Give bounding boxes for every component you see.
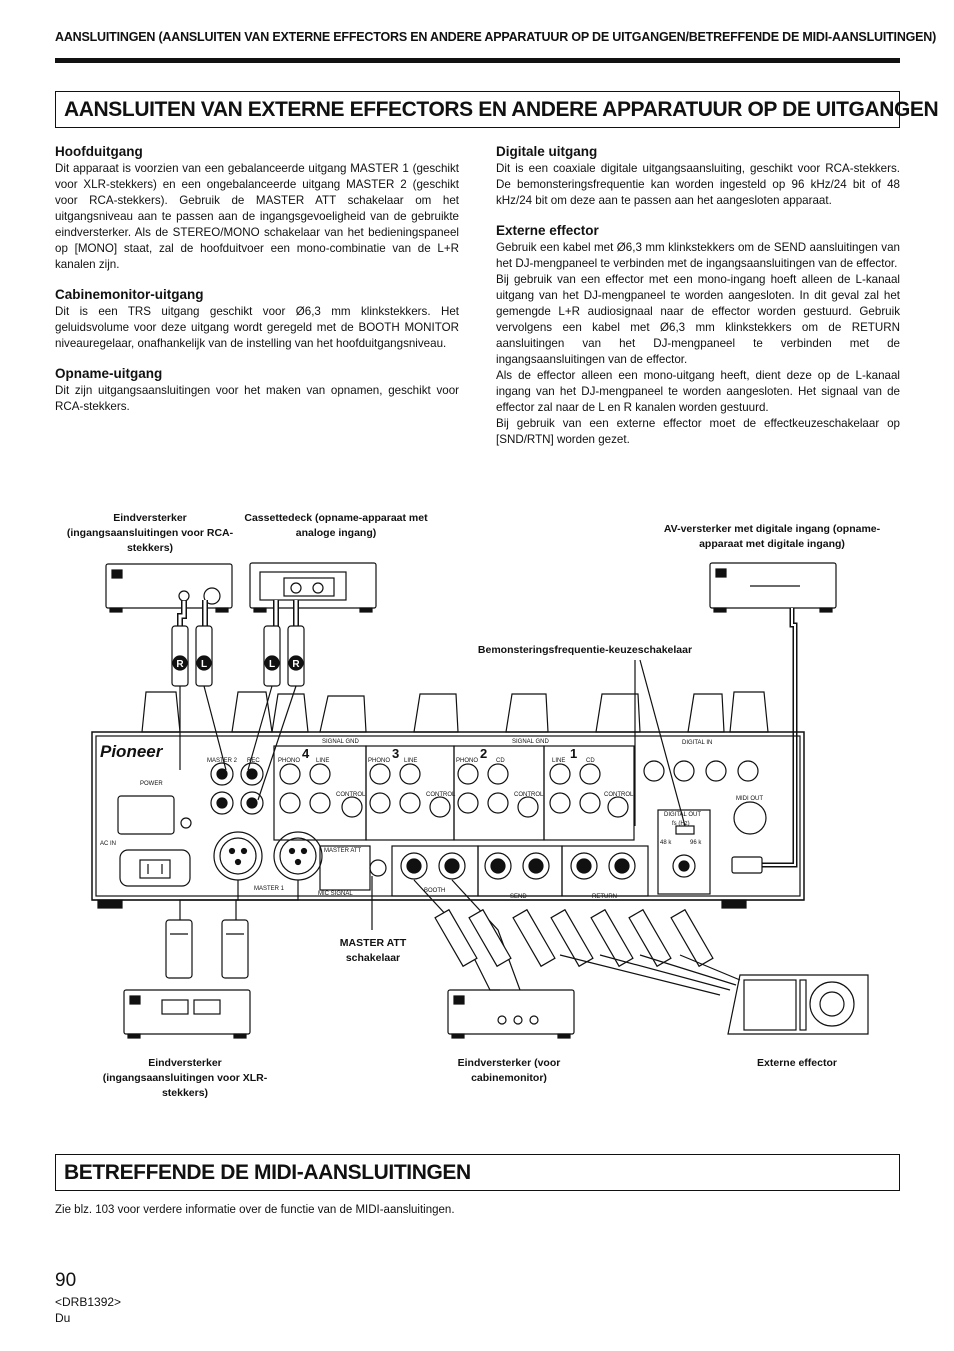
caption-cassette: Cassettedeck (opname-apparaat met analog… xyxy=(244,512,428,539)
label-phono-3: PHONO xyxy=(368,758,390,764)
label-power: POWER xyxy=(140,781,163,787)
label-phono-2: PHONO xyxy=(456,758,478,764)
right-column: Digitale uitgang Dit is een coaxiale dig… xyxy=(496,144,900,448)
label-booth: BOOTH xyxy=(424,888,445,894)
left-column: Hoofduitgang Dit apparaat is voorzien va… xyxy=(55,144,459,415)
caption-master-att: MASTER ATT schakelaar xyxy=(339,937,407,964)
label-digital-in: DIGITAL IN xyxy=(682,740,712,746)
section-title: AANSLUITEN VAN EXTERNE EFFECTORS EN ANDE… xyxy=(64,98,939,121)
label-ch4: 4 xyxy=(302,746,310,761)
label-master1: MASTER 1 xyxy=(254,886,285,892)
badge-l-2: L xyxy=(269,659,275,670)
section-title-box: AANSLUITEN VAN EXTERNE EFFECTORS EN ANDE… xyxy=(55,91,939,128)
caption-av-amp: AV-versterker met digitale ingang (opnam… xyxy=(663,523,881,550)
section2-title-box: BETREFFENDE DE MIDI-AANSLUITINGEN xyxy=(55,1154,900,1191)
heading-effector: Externe effector xyxy=(496,223,599,238)
badge-l-1: L xyxy=(201,659,207,670)
badge-r-2: R xyxy=(292,659,300,670)
label-ch1: 1 xyxy=(570,746,577,761)
effector-device xyxy=(727,974,869,1035)
label-midi-out: MIDI OUT xyxy=(736,796,763,802)
amp-xlr-device xyxy=(123,989,251,1039)
heading-cabinemonitor: Cabinemonitor-uitgang xyxy=(55,287,204,302)
label-fs-96: 96 k xyxy=(690,840,702,846)
label-return: RETURN xyxy=(592,894,617,900)
text-cabinemonitor: Dit is een TRS uitgang geschikt voor Ø6,… xyxy=(55,305,459,350)
label-ac-in: AC IN xyxy=(100,841,116,847)
mixer-rear-panel xyxy=(91,731,805,909)
caption-amp-xlr: Eindversterker (ingangsaansluitingen voo… xyxy=(102,1057,268,1099)
av-amp-device xyxy=(709,562,837,613)
doc-code-id: <DRB1392> xyxy=(55,1295,122,1309)
amp-booth-device xyxy=(447,989,575,1039)
label-cd-1: CD xyxy=(586,758,595,764)
caption-amp-booth: Eindversterker (voor cabinemonitor) xyxy=(457,1057,561,1084)
running-header: AANSLUITINGEN (AANSLUITEN VAN EXTERNE EF… xyxy=(55,30,937,44)
label-phono-4: PHONO xyxy=(278,758,300,764)
brand-logo: Pioneer xyxy=(100,742,164,761)
label-control-3: CONTROL xyxy=(426,792,456,798)
label-mic-signal: MIC SIGNAL xyxy=(318,891,353,897)
label-ch3: 3 xyxy=(392,746,399,761)
label-fs-48: 48 k xyxy=(660,840,672,846)
label-fs: fs (Hz) xyxy=(672,821,690,827)
caption-effector: Externe effector xyxy=(757,1057,837,1069)
label-ch2: 2 xyxy=(480,746,487,761)
doc-lang: Du xyxy=(55,1311,71,1325)
amp-rca-device xyxy=(105,563,233,613)
cassette-device xyxy=(249,562,377,613)
label-line-3: LINE xyxy=(404,758,417,764)
label-signal-gnd-1: SIGNAL GND xyxy=(322,739,359,745)
header-rule xyxy=(55,58,900,63)
label-signal-gnd-2: SIGNAL GND xyxy=(512,739,549,745)
label-cd-2: CD xyxy=(496,758,505,764)
label-rec: REC xyxy=(247,758,260,764)
label-line-4: LINE xyxy=(316,758,329,764)
label-control-4: CONTROL xyxy=(336,792,366,798)
label-control-1: CONTROL xyxy=(604,792,634,798)
badge-r-1: R xyxy=(176,659,184,670)
label-digital-out: DIGITAL OUT xyxy=(664,812,701,818)
label-control-2: CONTROL xyxy=(514,792,544,798)
heading-hoofduitgang: Hoofduitgang xyxy=(55,144,143,159)
text-effector-4: Bij gebruik van een externe effector moe… xyxy=(496,417,900,446)
midi-note: Zie blz. 103 voor verdere informatie ove… xyxy=(55,1204,455,1216)
heading-opname: Opname-uitgang xyxy=(55,366,163,381)
text-digitaal: Dit is een coaxiale digitale uitgangsaan… xyxy=(496,162,900,207)
doc-code: <DRB1392> Du xyxy=(55,1294,121,1326)
heading-digitaal: Digitale uitgang xyxy=(496,144,598,159)
label-line-1: LINE xyxy=(552,758,565,764)
caption-freq-switch: Bemonsteringsfrequentie-keuzeschakelaar xyxy=(477,644,693,656)
section2-title: BETREFFENDE DE MIDI-AANSLUITINGEN xyxy=(64,1161,471,1184)
text-effector-3: Als de effector alleen een mono-uitgang … xyxy=(496,369,900,414)
label-send: SEND xyxy=(510,894,527,900)
label-master-att: MASTER ATT xyxy=(324,848,362,854)
page-number: 90 xyxy=(55,1270,77,1291)
text-effector-2: Bij gebruik van een effector met een mon… xyxy=(496,273,900,366)
caption-amp-rca: Eindversterker (ingangsaansluitingen voo… xyxy=(66,512,234,554)
text-opname: Dit zijn uitgangsaansluitingen voor het … xyxy=(55,384,459,413)
label-master2: MASTER 2 xyxy=(207,758,238,764)
text-effector-1: Gebruik een kabel met Ø6,3 mm klinkstekk… xyxy=(496,241,900,270)
text-hoofduitgang: Dit apparaat is voorzien van een gebalan… xyxy=(55,162,459,271)
